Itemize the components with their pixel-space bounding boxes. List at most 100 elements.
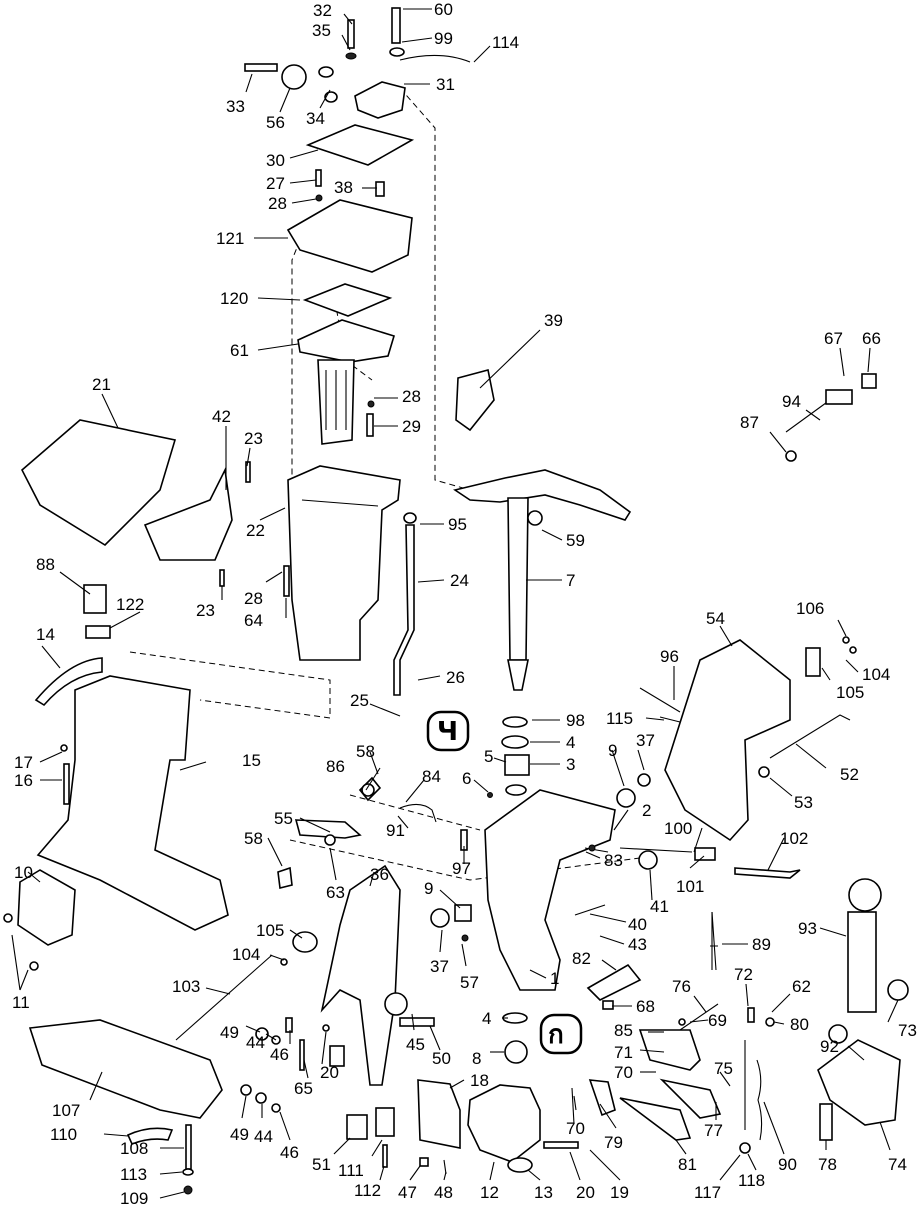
callout-label: 61: [230, 341, 249, 360]
callout-label: 15: [242, 751, 261, 770]
callout-label: 7: [566, 571, 575, 590]
callout-label: 51: [312, 1155, 331, 1174]
callout-label: 53: [794, 793, 813, 812]
callout-label: 108: [120, 1139, 148, 1158]
callout-label: 4: [566, 733, 575, 752]
callout-label: 54: [706, 609, 725, 628]
callout-label: 47: [398, 1183, 417, 1202]
callout-label: 12: [480, 1183, 499, 1202]
callout-labels: 32 60 35 99 114 33 56 34 31 30 27 38 28 …: [12, 0, 917, 1208]
lubricant-symbol-upper: Ч: [426, 710, 470, 752]
callout-label: 57: [460, 973, 479, 992]
callout-label: 84: [422, 767, 441, 786]
callout-label: 46: [270, 1045, 289, 1064]
callout-label: 5: [484, 747, 493, 766]
callout-label: 58: [356, 742, 375, 761]
callout-label: 81: [678, 1155, 697, 1174]
svg-text:ก: ก: [548, 1020, 564, 1050]
callout-label: 101: [676, 877, 704, 896]
callout-label: 83: [604, 851, 623, 870]
callout-label: 89: [752, 935, 771, 954]
callout-label: 37: [430, 957, 449, 976]
callout-label: 20: [576, 1183, 595, 1202]
callout-label: 36: [370, 865, 389, 884]
svg-text:Ч: Ч: [437, 717, 458, 747]
callout-label: 85: [614, 1021, 633, 1040]
callout-label: 11: [12, 993, 30, 1012]
callout-label: 32: [313, 1, 332, 20]
callout-label: 55: [274, 809, 293, 828]
top-cover-assembly: [244, 7, 471, 445]
swivel-bracket: [484, 773, 801, 991]
callout-label: 30: [266, 151, 285, 170]
callout-label: 72: [734, 965, 753, 984]
callout-label: 103: [172, 977, 200, 996]
callout-label: 34: [306, 109, 325, 128]
callout-label: 52: [840, 765, 859, 784]
callout-label: 23: [244, 429, 263, 448]
callout-label: 79: [604, 1133, 623, 1152]
callout-label: 120: [220, 289, 248, 308]
tilt-cylinder: [710, 878, 909, 1141]
callout-label: 58: [244, 829, 263, 848]
callout-label: 104: [862, 665, 890, 684]
callout-label: 43: [628, 935, 647, 954]
callout-label: 50: [432, 1049, 451, 1068]
callout-label: 18: [470, 1071, 489, 1090]
callout-label: 63: [326, 883, 345, 902]
callout-label: 28: [244, 589, 263, 608]
callout-label: 49: [220, 1023, 239, 1042]
callout-label: 110: [50, 1125, 77, 1144]
lower-hardware: [28, 373, 877, 1195]
callout-label: 65: [294, 1079, 313, 1098]
callout-label: 87: [740, 413, 759, 432]
callout-label: 3: [566, 755, 575, 774]
callout-label: 46: [280, 1143, 299, 1162]
callout-label: 9: [424, 879, 433, 898]
callout-label: 112: [354, 1181, 381, 1200]
callout-label: 90: [778, 1155, 797, 1174]
callout-label: 31: [436, 75, 455, 94]
callout-label: 28: [268, 194, 287, 213]
callout-label: 99: [434, 29, 453, 48]
callout-label: 49: [230, 1125, 249, 1144]
callout-label: 67: [824, 329, 843, 348]
callout-label: 1: [550, 969, 559, 988]
callout-label: 74: [888, 1155, 907, 1174]
callout-label: 26: [446, 668, 465, 687]
callout-label: 16: [14, 771, 33, 790]
callout-label: 33: [226, 97, 245, 116]
callout-label: 64: [244, 611, 263, 630]
callout-label: 45: [406, 1035, 425, 1054]
callout-label: 66: [862, 329, 881, 348]
callout-label: 97: [452, 859, 471, 878]
callout-label: 23: [196, 601, 215, 620]
callout-label: 14: [36, 625, 55, 644]
callout-label: 56: [266, 113, 285, 132]
callout-label: 73: [898, 1021, 917, 1040]
callout-label: 105: [836, 683, 864, 702]
callout-label: 113: [120, 1165, 147, 1184]
callout-label: 76: [672, 977, 691, 996]
callout-label: 82: [572, 949, 591, 968]
callout-label: 38: [334, 178, 353, 197]
callout-label: 98: [566, 711, 585, 730]
callout-label: 62: [792, 977, 811, 996]
callout-label: 68: [636, 997, 655, 1016]
callout-label: 121: [216, 229, 244, 248]
callout-label: 40: [628, 915, 647, 934]
callout-label: 59: [566, 531, 585, 550]
callout-label: 25: [350, 691, 369, 710]
callout-label: 86: [326, 757, 345, 776]
callout-label: 117: [694, 1183, 721, 1202]
callout-label: 21: [92, 375, 111, 394]
callout-label: 8: [472, 1049, 481, 1068]
callout-label: 96: [660, 647, 679, 666]
callout-label: 91: [386, 821, 405, 840]
callout-label: 35: [312, 21, 331, 40]
callout-label: 10: [14, 863, 33, 882]
exhaust-housing: [283, 465, 417, 696]
callout-label: 39: [544, 311, 563, 330]
callout-label: 2: [642, 801, 651, 820]
callout-label: 28: [402, 387, 421, 406]
